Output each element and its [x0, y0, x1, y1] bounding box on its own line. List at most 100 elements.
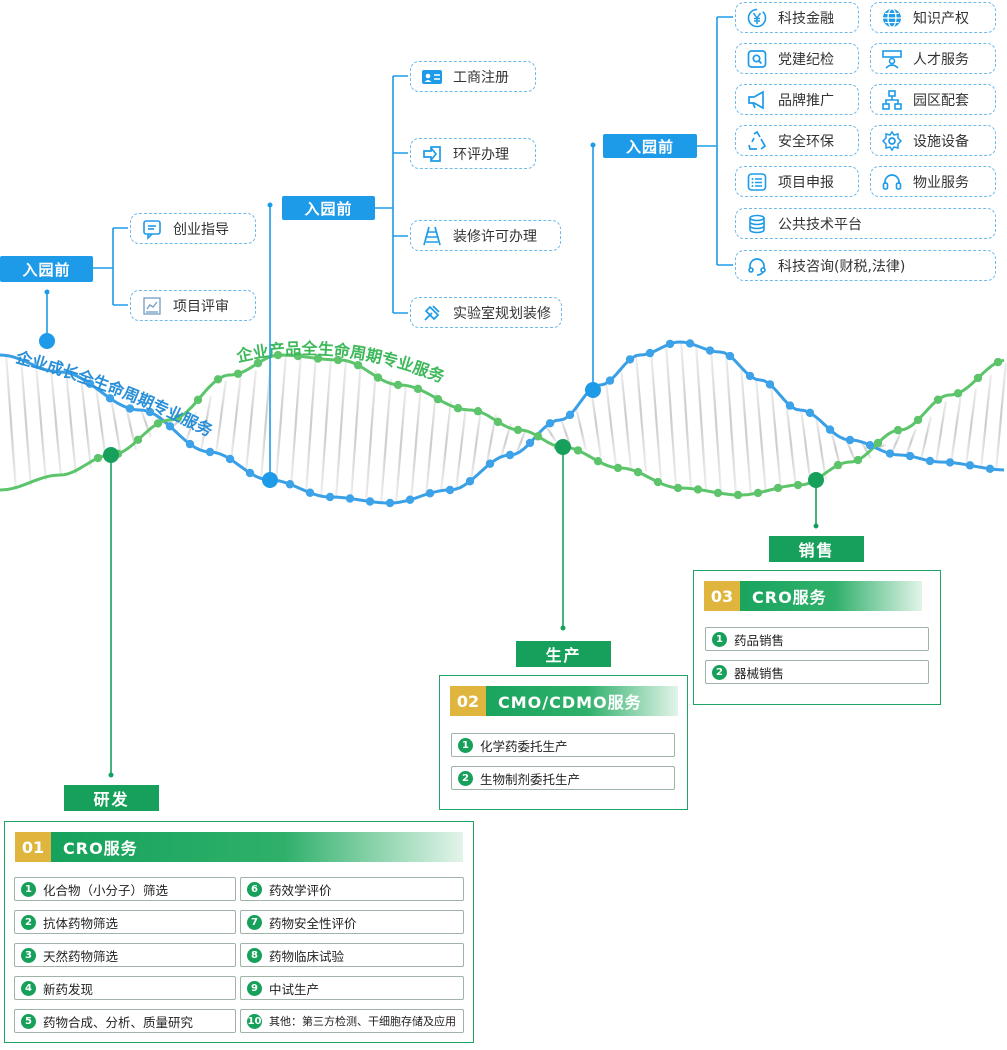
right-service-pill[interactable]: 科技咨询(财税,法律) — [735, 250, 996, 281]
pill-label: 创业指导 — [173, 221, 229, 238]
right-service-pill[interactable]: 设施设备 — [870, 125, 996, 156]
item-number-badge: 5 — [21, 1013, 36, 1029]
pill-label: 园区配套 — [913, 92, 969, 109]
right-service-pill[interactable]: 公共技术平台 — [735, 208, 996, 239]
helix-rung — [34, 366, 48, 481]
stage-tag-production: 生产 — [516, 641, 611, 667]
item-number-badge: 2 — [21, 914, 36, 930]
item-number-badge: 6 — [247, 881, 262, 897]
helix-rung — [664, 345, 678, 486]
panel-number: 02 — [450, 686, 486, 716]
helix-rung — [79, 377, 93, 468]
helix-rung — [199, 396, 213, 451]
helix-bead-green — [953, 389, 963, 398]
support-icon — [746, 255, 768, 277]
pill-label: 项目申报 — [778, 174, 834, 191]
helix-bead-blue — [105, 394, 115, 403]
helix-bead-blue — [905, 451, 915, 461]
helix-bead-green — [253, 358, 263, 368]
helix-bead-blue — [325, 492, 335, 502]
stage-tag-pre-entry-3: 入园前 — [603, 134, 697, 158]
helix-rung — [109, 398, 123, 456]
item-label: 药效学评价 — [269, 882, 332, 898]
helix-rung — [964, 388, 978, 465]
helix-bead-blue — [985, 464, 995, 473]
item-number-badge: 2 — [458, 770, 473, 786]
left-service-pill[interactable]: 创业指导 — [130, 213, 256, 244]
helix-bead-blue — [645, 348, 655, 358]
middle-service-pill[interactable]: 装修许可办理 — [410, 220, 561, 251]
middle-service-pill[interactable]: 环评办理 — [410, 138, 536, 169]
helix-bead-blue — [165, 422, 175, 431]
right-service-pill[interactable]: 安全环保 — [735, 125, 859, 156]
helix-bead-green — [413, 384, 423, 394]
panel-title: CRO服务 — [63, 839, 138, 858]
panel-number: 01 — [15, 832, 51, 862]
helix-bead-green — [93, 453, 103, 463]
right-service-pill[interactable]: 知识产权 — [870, 2, 996, 33]
middle-service-pill[interactable]: 工商注册 — [410, 61, 536, 92]
gear-icon — [881, 130, 903, 152]
panel-title: CMO/CDMO服务 — [498, 693, 642, 712]
pill-label: 科技咨询(财税,法律) — [778, 258, 906, 275]
left-service-pill[interactable]: 项目评审 — [130, 290, 256, 321]
helix-rung — [94, 387, 108, 460]
pill-label: 公共技术平台 — [778, 216, 862, 233]
helix-rung — [694, 345, 708, 490]
helix-bead-blue — [945, 458, 955, 467]
helix-bead-green — [613, 463, 623, 473]
pill-label: 人才服务 — [913, 51, 969, 68]
ladder-icon — [421, 225, 443, 247]
helix-bead-green — [353, 360, 363, 370]
pill-label: 环评办理 — [453, 146, 509, 163]
helix-rung — [604, 383, 618, 466]
helix-rung — [349, 361, 363, 499]
helix-rung — [469, 409, 483, 481]
right-service-pill[interactable]: 项目申报 — [735, 166, 859, 197]
arrow-in-icon — [421, 143, 443, 165]
helix-rung — [409, 386, 423, 500]
helix-bead-green — [833, 460, 843, 470]
helix-rung — [394, 384, 408, 503]
pill-label: 科技金融 — [778, 10, 834, 27]
helix-rung — [934, 401, 948, 463]
helix-bead-blue — [505, 450, 515, 460]
middle-service-pill[interactable]: 实验室规划装修 — [410, 297, 562, 328]
helix-rung — [739, 367, 753, 496]
right-service-pill[interactable]: 党建纪检 — [735, 43, 859, 74]
helix-bead-blue — [785, 401, 795, 410]
right-service-pill[interactable]: 物业服务 — [870, 166, 996, 197]
helix-bead-blue — [765, 380, 775, 389]
item-number-badge: 9 — [247, 980, 262, 996]
helix-bead-green — [533, 432, 543, 441]
helix-bead-green — [313, 354, 323, 363]
helix-rung — [994, 363, 1007, 470]
helix-bead-blue — [665, 339, 675, 349]
helix-bead-green — [293, 351, 303, 361]
database-icon — [746, 213, 768, 235]
pill-label: 知识产权 — [913, 10, 969, 27]
right-service-pill[interactable]: 科技金融 — [735, 2, 859, 33]
helix-bead-green — [453, 404, 463, 413]
item-label: 其他：第三方检测、干细胞存储及应用 — [269, 1015, 456, 1028]
helix-rung — [949, 394, 963, 463]
service-item: 6 药效学评价 — [240, 877, 464, 901]
stage-tag-pre-entry-2: 入园前 — [282, 196, 375, 220]
right-service-pill[interactable]: 品牌推广 — [735, 84, 859, 115]
helix-bead-blue — [825, 425, 835, 434]
right-service-pill[interactable]: 园区配套 — [870, 84, 996, 115]
helix-bead-green — [593, 456, 603, 466]
pill-label: 安全环保 — [778, 133, 834, 150]
helix-bead-green — [133, 435, 143, 445]
item-number-badge: 1 — [21, 881, 36, 897]
helix-bead-green — [333, 355, 343, 365]
helix-bead-blue — [865, 440, 875, 450]
helix-rung — [514, 429, 528, 455]
pill-label: 品牌推广 — [778, 92, 834, 109]
right-service-pill[interactable]: 人才服务 — [870, 43, 996, 74]
